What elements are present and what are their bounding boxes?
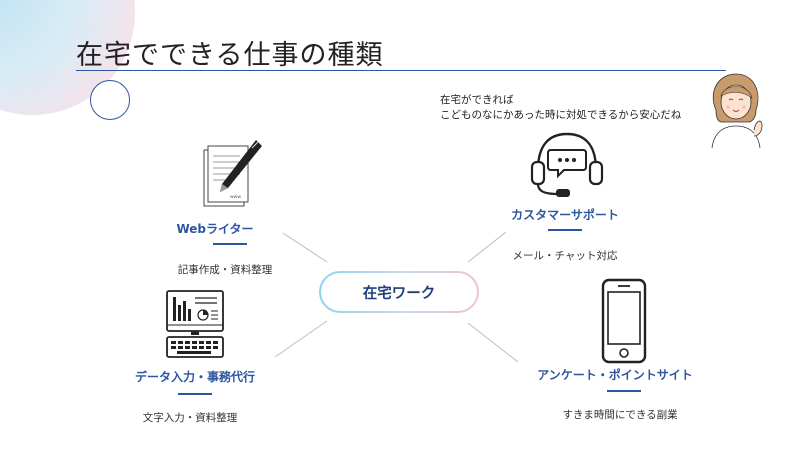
computer-icon bbox=[166, 290, 224, 358]
speech-line-2: こどものなにかあった時に対処できるから安心だね bbox=[440, 109, 682, 121]
headset-icon bbox=[530, 132, 604, 197]
category-bar-survey bbox=[607, 390, 641, 392]
category-title-data-entry: データ入力・事務代行 bbox=[134, 370, 255, 384]
category-desc-webwriter: 記事作成・資料整理 bbox=[177, 264, 273, 276]
category-bar-support bbox=[548, 229, 582, 231]
decorative-ring bbox=[90, 80, 130, 120]
category-desc-survey: すきま時間にできる副業 bbox=[562, 409, 678, 421]
category-desc-support: メール・チャット対応 bbox=[512, 250, 618, 262]
connector-support bbox=[467, 231, 507, 263]
connector-survey bbox=[467, 322, 519, 363]
category-title-survey: アンケート・ポイントサイト bbox=[537, 368, 693, 382]
smartphone-icon bbox=[601, 278, 647, 364]
page-title: 在宅でできる仕事の種類 bbox=[76, 40, 384, 71]
connector-webwriter bbox=[282, 232, 328, 263]
title-underline bbox=[76, 70, 726, 71]
center-node-label: 在宅ワーク bbox=[321, 273, 477, 311]
speech-line-1: 在宅ができれば bbox=[440, 94, 514, 106]
category-bar-data-entry bbox=[178, 393, 212, 395]
speech-text: 在宅ができれば こどものなにかあった時に対処できるから安心だね bbox=[440, 93, 681, 123]
paper-label: www bbox=[230, 195, 241, 200]
pen-and-paper-icon: www bbox=[203, 140, 262, 207]
category-desc-data-entry: 文字入力・資料整理 bbox=[142, 412, 238, 424]
connector-data-entry bbox=[274, 320, 328, 358]
category-bar-webwriter bbox=[213, 243, 247, 245]
category-title-webwriter: Webライター bbox=[176, 222, 254, 236]
woman-illustration-icon bbox=[711, 73, 763, 148]
center-node: 在宅ワーク bbox=[319, 271, 479, 313]
category-title-support: カスタマーサポート bbox=[511, 208, 619, 222]
